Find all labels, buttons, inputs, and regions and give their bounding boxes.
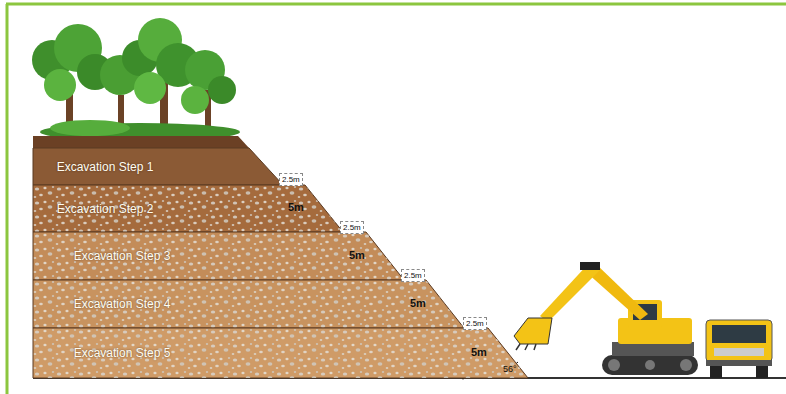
excavation-band: Excavation Step 4 (33, 280, 464, 328)
bench-width: 2.5m (279, 173, 303, 186)
band-label: Excavation Step 3 (72, 249, 172, 263)
step-height: 5m (410, 298, 426, 309)
step-height: 5m (471, 347, 487, 358)
topsoil (33, 136, 249, 148)
band-label: Excavation Step 4 (72, 297, 172, 311)
bench-width: 2.5m (463, 317, 487, 330)
band-label: Excavation Step 1 (55, 160, 155, 174)
excavation-band: Excavation Step 1 (33, 148, 283, 185)
truck (706, 320, 772, 378)
bench-width: 2.5m (401, 269, 425, 282)
excavation-band: Excavation Step 5 (33, 328, 528, 378)
excavator (514, 262, 698, 375)
step-height: 5m (349, 250, 365, 261)
bench-width: 2.5m (340, 221, 364, 234)
excavation-band: Excavation Step 3 (33, 232, 404, 280)
step-height: 5m (288, 202, 304, 213)
trees (32, 18, 240, 141)
slope-angle: 56° (503, 364, 517, 375)
band-label: Excavation Step 5 (72, 346, 172, 360)
band-label: Excavation Step 2 (55, 202, 155, 216)
